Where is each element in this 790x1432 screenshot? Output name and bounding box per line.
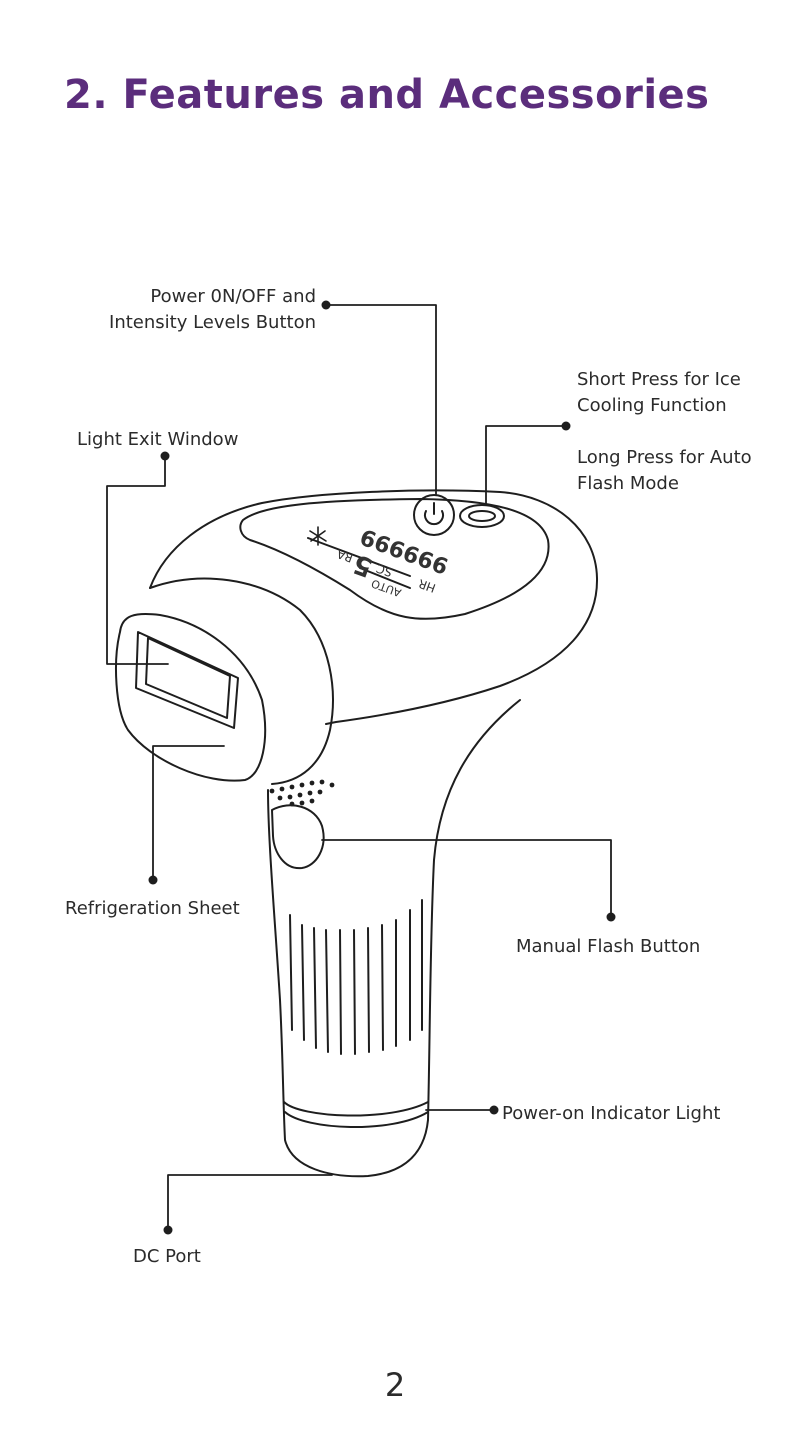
light-exit-window: [136, 632, 238, 728]
callout-line-dc-port: [168, 1175, 332, 1229]
callout-line-ice-cooling: [486, 426, 566, 505]
snowflake-icon: [310, 527, 326, 545]
callout-dot-power-button: [322, 301, 331, 310]
callout-dot-manual-flash: [607, 913, 616, 922]
callout-line-manual-flash: [322, 840, 611, 916]
callout-line-power-button: [326, 305, 436, 494]
lcd-auto: AUTO: [369, 576, 403, 599]
callout-line-refrigeration-sheet: [153, 746, 224, 879]
callout-dot-refrigeration-sheet: [149, 876, 158, 885]
callout-dot-ice-cooling: [562, 422, 571, 431]
callout-dot-light-exit-window: [161, 452, 170, 461]
front-collar: [150, 579, 333, 784]
callout-dot-power-indicator: [490, 1106, 499, 1115]
ice-cooling-button-inner: [469, 511, 495, 521]
lcd-mode-hr: HR: [416, 576, 437, 595]
page-number: 2: [0, 1366, 790, 1404]
power-indicator-ring-lower: [285, 1112, 428, 1127]
manual-flash-button: [272, 805, 324, 868]
callout-lines: [107, 305, 611, 1229]
callout-dot-dc-port: [164, 1226, 173, 1235]
device-head-outline: [150, 490, 597, 724]
callout-dots: [149, 301, 616, 1235]
grip-ribs: [290, 900, 422, 1054]
power-indicator-ring: [284, 1102, 428, 1116]
light-exit-window-inner: [146, 638, 230, 718]
ice-cooling-button[interactable]: [460, 505, 504, 527]
